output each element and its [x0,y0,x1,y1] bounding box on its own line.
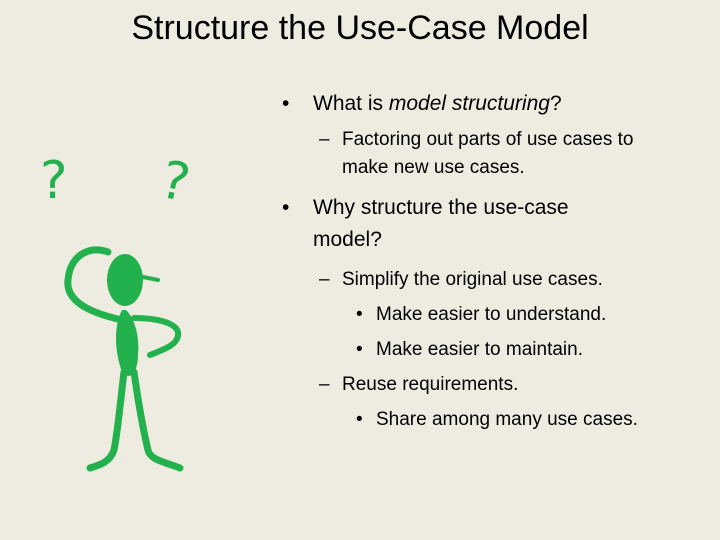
bullet-line-1: Why structure the use-case [313,196,569,219]
bullet-text-prefix: What is [313,92,389,115]
figure-cap [136,274,160,282]
question-mark-right: ? [156,150,195,214]
figure-torso [116,310,139,376]
dash-marker: – [319,269,330,290]
question-mark-left: ? [40,151,68,211]
sub-bullet-simplify: – Simplify the original use cases. [282,262,702,297]
bullet-why-structure: • Why structure the use-case model? [282,192,702,256]
sub-bullet-line-2: make new use cases. [342,157,525,178]
sub-bullet-line-1: Factoring out parts of use cases to [342,129,634,150]
sub-bullet-factoring: – Factoring out parts of use cases to ma… [282,126,702,182]
bullet-marker: • [282,196,290,219]
bullet-marker: • [356,304,363,325]
figure-right-leg [130,368,184,472]
bullet-what-is: • What is model structuring? [282,88,702,120]
slide-title-text: Structure the Use-Case Model [131,9,589,47]
sub-sub-bullet-share: • Share among many use cases. [282,402,702,437]
figure-raised-arm [64,246,126,324]
sub-sub-bullet-maintain: • Make easier to maintain. [282,332,702,367]
bullet-line-2: model? [313,228,382,251]
sub-sub-bullet-text: Make easier to understand. [376,304,607,325]
slide-body: • What is model structuring? – Factoring… [282,88,702,437]
bullet-marker: • [282,92,290,115]
confused-stick-figure-icon: ? ? [30,150,220,480]
sub-sub-bullet-text: Share among many use cases. [376,409,638,430]
sub-bullet-reuse: – Reuse requirements. [282,367,702,402]
dash-marker: – [319,374,330,395]
bullet-text-suffix: ? [549,92,562,115]
stick-figure-illustration: ? ? [40,150,195,472]
sub-bullet-text: Simplify the original use cases. [342,269,603,290]
sub-sub-bullet-text: Make easier to maintain. [376,339,583,360]
bullet-marker: • [356,409,363,430]
sub-sub-bullet-understand: • Make easier to understand. [282,297,702,332]
sub-bullet-text: Reuse requirements. [342,374,519,395]
bullet-text-italic: model structuring [388,92,550,115]
slide-title: Structure the Use-Case Model [0,6,720,50]
bullet-marker: • [356,339,363,360]
figure-head [107,254,143,306]
figure-left-leg [86,368,128,472]
dash-marker: – [319,129,330,150]
figure-hip-arm [131,315,182,358]
